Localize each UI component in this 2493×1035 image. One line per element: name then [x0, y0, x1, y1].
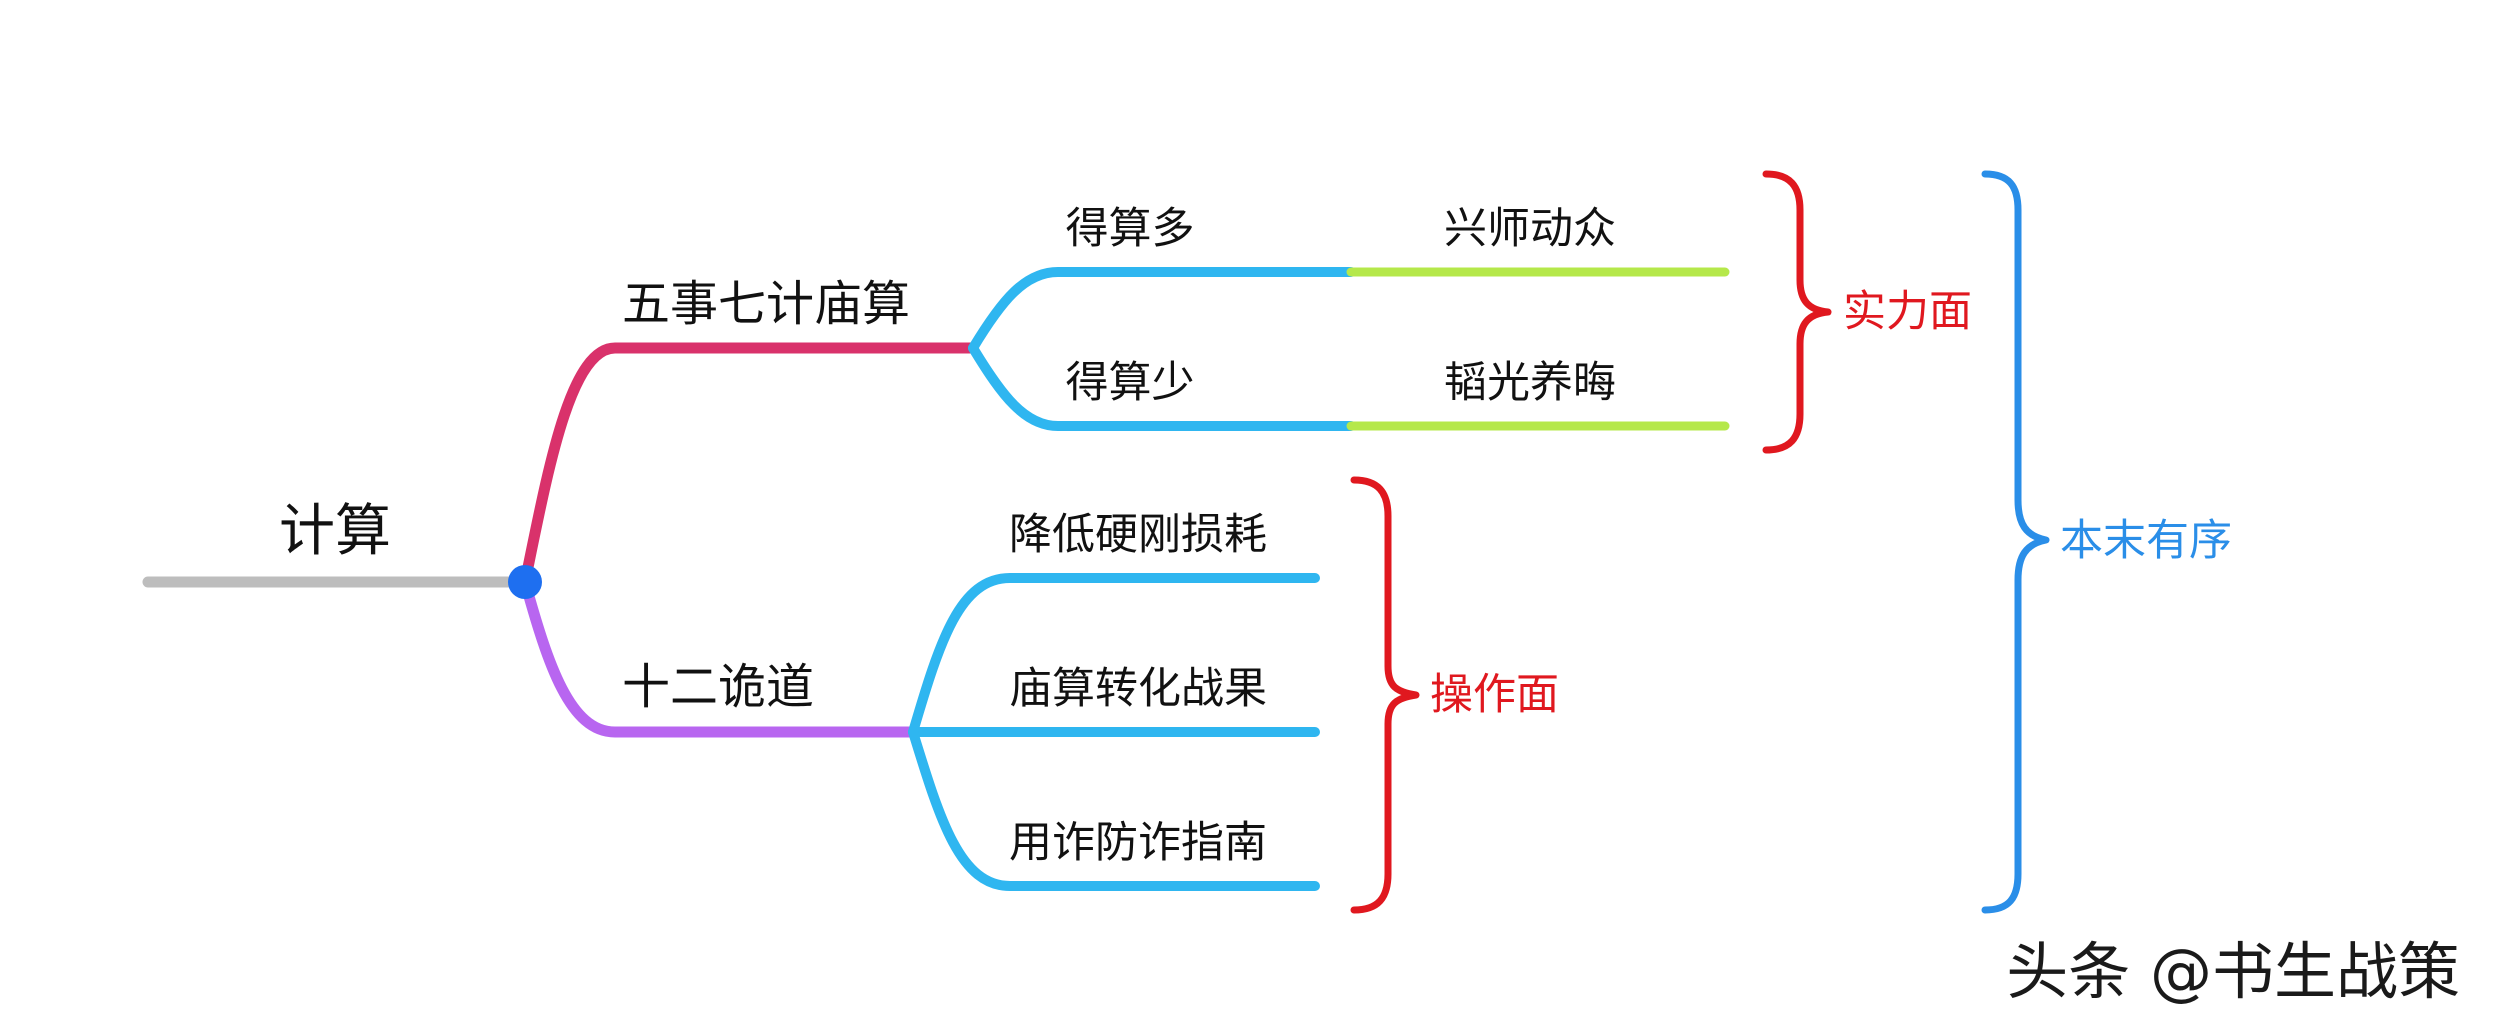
- brace-operation: [1350, 476, 1420, 914]
- node-de-suan-duo: 得算多: [1066, 204, 1195, 254]
- brace-order: [1981, 170, 2050, 914]
- node-jiang-di-ying-gang-sun-hao: 降低硬刚损耗: [1009, 510, 1267, 560]
- node-xing-shi-dong-zhong: 兴师动众: [1444, 204, 1616, 254]
- connector-de-suan-duo: [968, 267, 1356, 353]
- connector-yong-zha: [908, 727, 1320, 891]
- branch-label-wu-shi-qi-ji: 五事七计庙算: [622, 276, 910, 332]
- connector-de-suan-shao: [968, 343, 1356, 431]
- root-node-label: 计算: [279, 499, 391, 564]
- branch-label-shi-er-gui-dao: 十二诡道: [622, 659, 814, 715]
- node-yong-zha-fang-zha-zhi-nan: 用诈防诈指南: [1009, 818, 1267, 868]
- brace-strength: [1762, 170, 1832, 454]
- node-miao-suan-zhuan-hua-zhan-guo: 庙算转化战果: [1009, 664, 1267, 714]
- mind-map-labels: 计算 五事七计庙算 十二诡道 得算多 得算少 兴师动众 韬光养晦 降低硬刚损耗 …: [279, 204, 2460, 1008]
- node-de-suan-shao: 得算少: [1066, 358, 1195, 408]
- node-tao-guang-yang-hui: 韬光养晦: [1444, 358, 1616, 408]
- summary-ben-mo-you-xu: 本末有序: [2060, 516, 2232, 566]
- summary-cao-zuo-mian: 操作面: [1430, 670, 1559, 720]
- summary-shi-li-mian: 实力面: [1843, 287, 1972, 337]
- junction-dot: [508, 565, 542, 599]
- watermark: 头条 @书生战策: [2006, 935, 2460, 1008]
- branch-line-lower: [519, 576, 919, 738]
- connector-jiang-di: [908, 573, 1320, 737]
- mind-map-connectors: [142, 170, 2050, 914]
- branch-line-upper: [519, 342, 979, 588]
